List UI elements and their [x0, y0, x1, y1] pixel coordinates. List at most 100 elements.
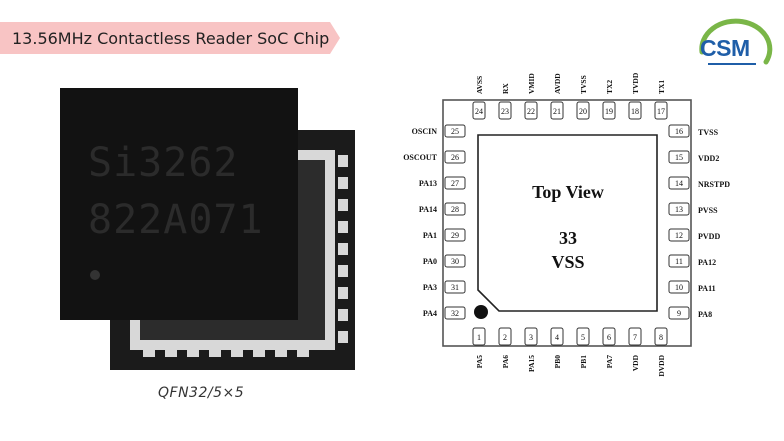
chip-photo	[60, 88, 355, 370]
pin-30-label: PA0	[423, 257, 437, 266]
pin-25-label: OSCIN	[412, 127, 438, 136]
pin-22-pad	[524, 101, 538, 120]
pin-18-label: TVDD	[631, 72, 640, 94]
csm-logo-ring-icon	[699, 18, 773, 65]
pin-18-number: 18	[631, 107, 639, 116]
pin-6-pad	[602, 327, 616, 346]
pin-22-number: 22	[527, 107, 535, 116]
pin-7-number: 7	[633, 333, 637, 342]
pin-25-number: 25	[451, 127, 459, 136]
pin-26-pad	[444, 150, 466, 164]
pin-11-label: PA12	[698, 258, 716, 267]
pin-32-pad	[444, 306, 466, 320]
pin-28-number: 28	[451, 205, 459, 214]
pin-24-number: 24	[475, 107, 483, 116]
pin-8-label: DVDD	[657, 354, 666, 376]
pin-14-pad	[668, 176, 690, 190]
diagram-title: Top View	[532, 182, 604, 202]
pin-10-pad	[668, 280, 690, 294]
banner-title: 13.56MHz Contactless Reader SoC Chip	[12, 29, 330, 48]
pin-10-label: PA11	[698, 284, 716, 293]
pin-11-pad	[668, 254, 690, 268]
pin-15-number: 15	[675, 153, 683, 162]
pin-28-pad	[444, 202, 466, 216]
pin-19-pad	[602, 101, 616, 120]
pin-16-number: 16	[675, 127, 683, 136]
pin-4-pad	[550, 327, 564, 346]
pin-26-number: 26	[451, 153, 459, 162]
chip-marking-line1: Si3262	[88, 140, 239, 186]
pin-1-pad	[472, 327, 486, 346]
logo-text: CSM	[700, 35, 750, 61]
pin-17-label: TX1	[657, 80, 666, 94]
pin-6-label: PA7	[605, 355, 614, 368]
pin-20-label: TVSS	[579, 75, 588, 94]
pin-27-pad	[444, 176, 466, 190]
pin-9-pad	[668, 306, 690, 320]
pin-5-pad	[576, 327, 590, 346]
pin-25-pad	[444, 124, 466, 138]
pin-1-number: 1	[477, 333, 481, 342]
pin-10-number: 10	[675, 283, 683, 292]
title-banner	[0, 22, 340, 54]
pin-16-pad	[668, 124, 690, 138]
pin-17-number: 17	[657, 107, 665, 116]
pin-21-number: 21	[553, 107, 561, 116]
pin-29-pad	[444, 228, 466, 242]
pin-19-number: 19	[605, 107, 613, 116]
pin-24-pad	[472, 101, 486, 120]
pin-4-number: 4	[555, 333, 559, 342]
pin-12-number: 12	[675, 231, 683, 240]
pin-2-pad	[498, 327, 512, 346]
pin-32-label: PA4	[423, 309, 437, 318]
pin-8-number: 8	[659, 333, 663, 342]
pin-3-number: 3	[529, 333, 533, 342]
pin-11-number: 11	[675, 257, 683, 266]
pin-31-pad	[444, 280, 466, 294]
pin-13-label: PVSS	[698, 206, 718, 215]
pin-6-number: 6	[607, 333, 611, 342]
pin-16-label: TVSS	[698, 128, 719, 137]
pin-20-pad	[576, 101, 590, 120]
pin-4-label: PB0	[553, 355, 562, 369]
pin-28-label: PA14	[419, 205, 437, 214]
pin-5-number: 5	[581, 333, 585, 342]
pin-2-number: 2	[503, 333, 507, 342]
pin-27-number: 27	[451, 179, 459, 188]
pin-22-label: VMID	[527, 73, 536, 94]
pin1-marker-dot	[474, 305, 488, 319]
pin-15-label: VDD2	[698, 154, 719, 163]
pin-26-label: OSCOUT	[403, 153, 437, 162]
pin-18-pad	[628, 101, 642, 120]
pin-19-label: TX2	[605, 80, 614, 94]
pin-29-label: PA1	[423, 231, 437, 240]
pin-15-pad	[668, 150, 690, 164]
pin-13-number: 13	[675, 205, 683, 214]
pin-31-label: PA3	[423, 283, 437, 292]
chip-marking-line2: 822A071	[88, 197, 264, 243]
pin-14-number: 14	[675, 179, 683, 188]
pin-9-number: 9	[677, 309, 681, 318]
pin-3-label: PA15	[527, 355, 536, 372]
pin-30-number: 30	[451, 257, 459, 266]
pin-7-label: VDD	[631, 354, 640, 371]
pin-17-pad	[654, 101, 668, 120]
center-pin-number: 33	[559, 228, 577, 248]
center-pad	[477, 134, 658, 312]
pin-13-pad	[668, 202, 690, 216]
pin-23-pad	[498, 101, 512, 120]
center-pin-name: VSS	[551, 252, 584, 272]
pin-23-number: 23	[501, 107, 509, 116]
pin-29-number: 29	[451, 231, 459, 240]
package-caption: QFN32/5×5	[158, 385, 245, 401]
pin-23-label: RX	[501, 83, 510, 94]
pin-7-pad	[628, 327, 642, 346]
pin-9-label: PA8	[698, 310, 712, 319]
pin-32-number: 32	[451, 309, 459, 318]
pin-21-pad	[550, 101, 564, 120]
pin-12-pad	[668, 228, 690, 242]
pin-31-number: 31	[451, 283, 459, 292]
pin-8-pad	[654, 327, 668, 346]
pin-2-label: PA6	[501, 355, 510, 368]
